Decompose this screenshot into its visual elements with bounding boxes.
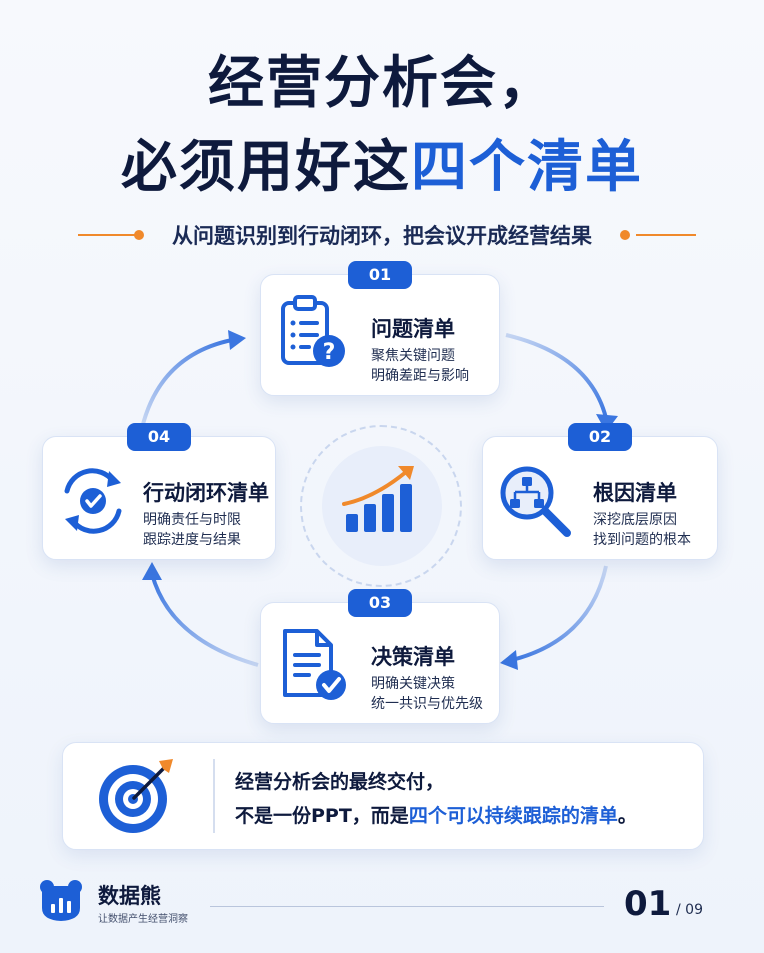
conclusion-line2-prefix: 不是一份PPT，而是 [235,805,409,827]
svg-text:?: ? [323,340,336,365]
card-title: 问题清单 [371,317,455,341]
card-badge: 02 [568,423,632,451]
page-title-line1: 经营分析会， [0,52,764,116]
brand-tagline: 让数据产生经营洞察 [98,914,188,925]
card-action-loop-list: 04 行动闭环清单 明确责任与时限 跟踪进度与结果 [42,423,276,560]
arrow-2-to-3 [511,565,608,662]
growth-chart-icon [342,466,414,532]
arrow-1-to-2 [505,333,608,419]
card-root-cause-list: 02 根因清单 深挖底层原因 找到问题的根本 [482,423,718,560]
cycle-check-icon [64,468,122,534]
card-line: 明确关键决策 [371,676,455,692]
brand-name: 数据熊 [98,884,161,908]
center-ring [300,425,462,587]
subtitle: 从问题识别到行动闭环，把会议开成经营结果 [172,224,592,248]
card-line: 统一共识与优先级 [371,696,483,712]
card-title: 根因清单 [593,481,677,505]
page-title-line2: 必须用好这四个清单 [0,136,764,200]
subtitle-row: 从问题识别到行动闭环，把会议开成经营结果 [0,216,764,252]
card-problem-list: 01 ? 问题清单 聚焦关键问题 明确差距与影响 [260,261,500,396]
arrow-head-4-to-1 [228,330,246,350]
conclusion-line2-highlight: 四个可以持续跟踪的清单 [408,805,618,827]
conclusion-line1: 经营分析会的最终交付， [235,771,445,793]
document-check-icon [283,629,346,700]
page-number: 01 [624,884,672,924]
clipboard-question-icon: ? [281,295,345,367]
target-arrow-icon [99,759,173,833]
card-title: 行动闭环清单 [143,481,269,505]
subtitle-right-dot [620,230,630,240]
arrow-3-to-4 [150,573,259,667]
card-line: 跟踪进度与结果 [143,532,241,548]
bear-logo-icon [40,880,82,921]
arrow-4-to-1 [140,338,233,429]
subtitle-right-dash [636,234,696,236]
footer-divider [210,906,604,907]
conclusion-line2: 不是一份PPT，而是四个可以持续跟踪的清单。 [235,801,637,828]
arrow-head-3-to-4 [142,562,162,580]
card-line: 明确责任与时限 [143,512,241,528]
card-line: 找到问题的根本 [593,532,691,548]
title-line2-highlight: 四个清单 [411,135,643,200]
subtitle-left-dot [134,230,144,240]
conclusion-card: 经营分析会的最终交付， 不是一份PPT，而是四个可以持续跟踪的清单。 [62,742,704,850]
conclusion-divider [213,759,215,833]
magnifier-hierarchy-icon [500,466,571,537]
card-line: 聚焦关键问题 [371,348,455,364]
page-total: / 09 [676,902,703,918]
card-badge: 01 [348,261,412,289]
subtitle-left-dash [78,234,138,236]
card-badge: 04 [127,423,191,451]
title-line1-text: 经营分析会， [208,51,556,116]
card-decision-list: 03 决策清单 明确关键决策 统一共识与优先级 [260,589,500,724]
arrow-head-2-to-3 [500,650,518,670]
card-line: 深挖底层原因 [593,512,677,528]
conclusion-line2-suffix: 。 [617,805,637,827]
card-badge: 03 [348,589,412,617]
card-line: 明确差距与影响 [371,368,469,384]
title-line2-prefix: 必须用好这 [121,135,411,200]
card-title: 决策清单 [371,645,455,669]
